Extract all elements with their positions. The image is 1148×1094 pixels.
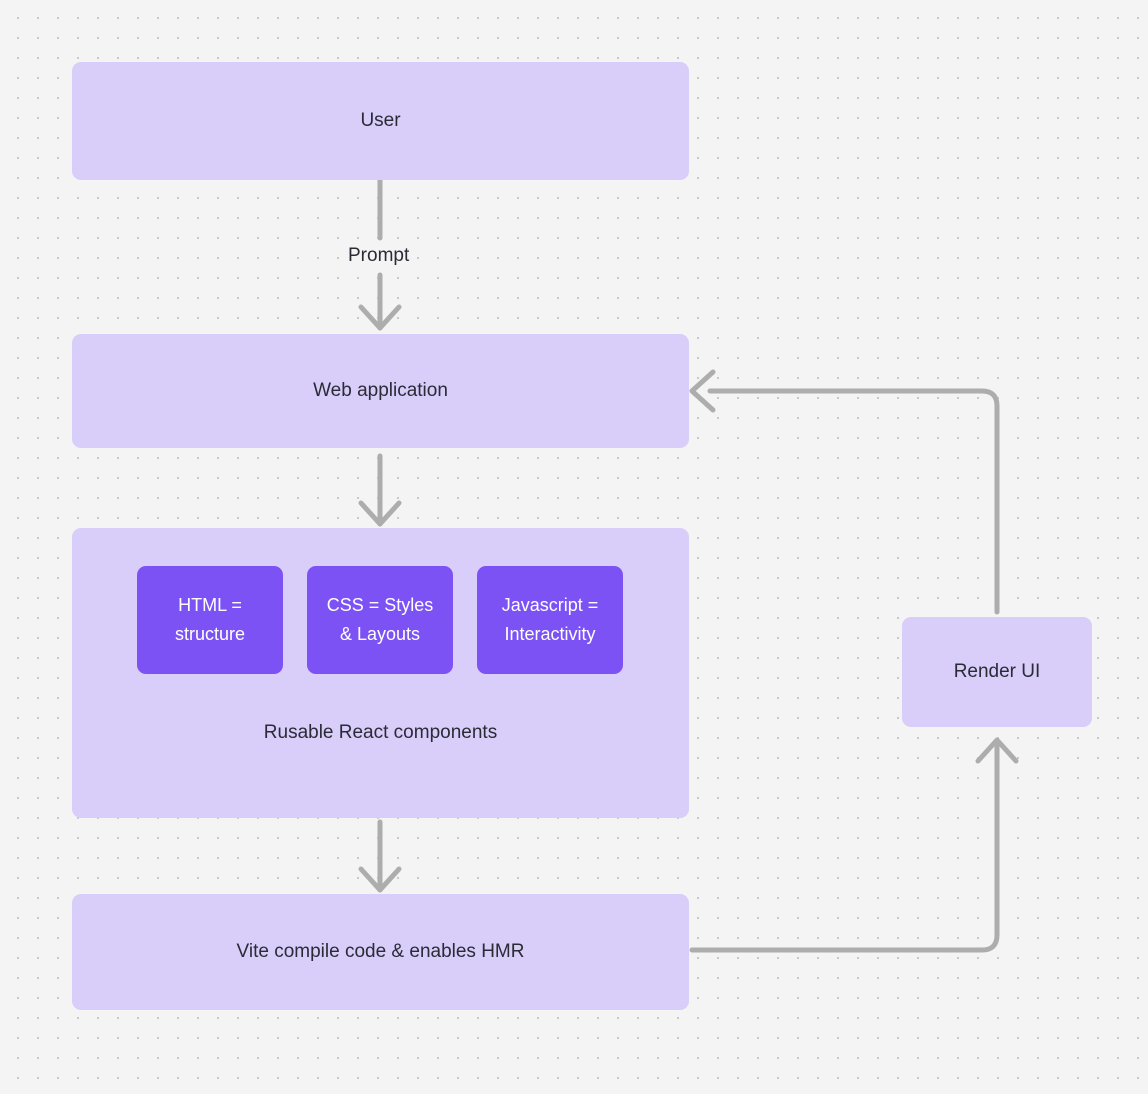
chip-css[interactable]: CSS = Styles & Layouts <box>307 566 453 674</box>
node-web-application-label: Web application <box>313 380 448 402</box>
chip-html-line2: structure <box>174 624 246 644</box>
node-web-application[interactable]: Web application <box>72 334 689 448</box>
node-render-ui[interactable]: Render UI <box>902 617 1092 727</box>
chip-html-line1: HTML = <box>178 595 242 616</box>
chip-javascript-line1: Javascript = <box>501 595 599 616</box>
chip-html[interactable]: HTML = structure <box>137 566 283 674</box>
edge-vite-to-render-elbow <box>689 739 1000 953</box>
node-render-ui-label: Render UI <box>953 661 1041 683</box>
node-vite-label: Vite compile code & enables HMR <box>236 941 525 963</box>
node-vite[interactable]: Vite compile code & enables HMR <box>72 894 689 1010</box>
edge-label-prompt: Prompt <box>341 245 417 267</box>
chip-javascript-line2: Interactivity <box>504 624 596 644</box>
node-user-label: User <box>360 110 401 132</box>
node-user[interactable]: User <box>72 62 689 180</box>
edge-web-to-components-arrowhead <box>358 500 402 527</box>
edge-render-to-web-elbow <box>707 388 1000 615</box>
edge-vite-to-render-arrowhead <box>975 737 1019 764</box>
chip-css-line2: & Layouts <box>339 624 421 644</box>
chips-row: HTML = structure CSS = Styles & Layouts … <box>72 528 689 818</box>
edge-render-to-web-arrowhead <box>689 369 716 413</box>
edge-components-to-vite-arrowhead <box>358 866 402 893</box>
edge-user-to-web-arrowhead <box>358 304 402 331</box>
node-components-container[interactable]: HTML = structure CSS = Styles & Layouts … <box>72 528 689 818</box>
components-caption: Rusable React components <box>263 722 498 743</box>
chip-css-line1: CSS = Styles <box>326 595 434 616</box>
chip-javascript[interactable]: Javascript = Interactivity <box>477 566 623 674</box>
